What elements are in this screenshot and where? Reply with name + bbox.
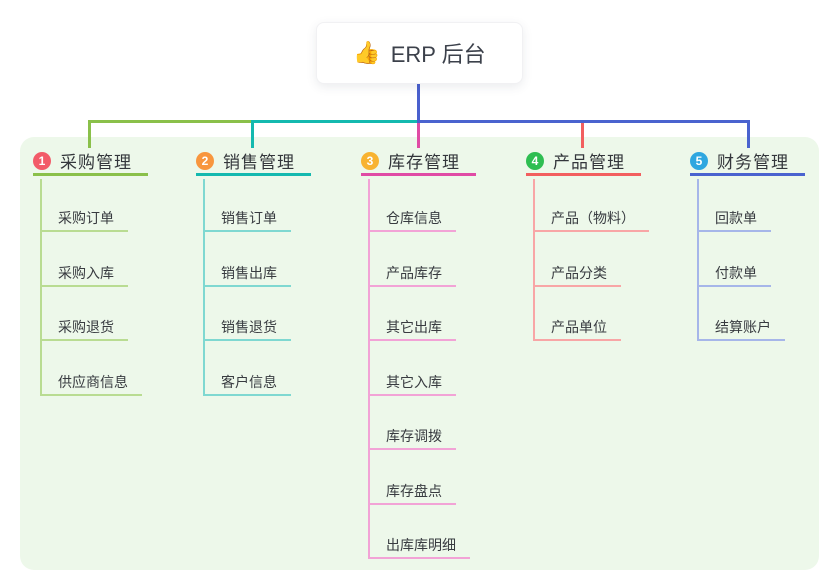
- branch-label: 采购管理: [60, 153, 132, 172]
- branch-children-connector: [40, 179, 42, 395]
- branch-node-purchase[interactable]: 1 采购管理: [33, 148, 148, 176]
- child-node[interactable]: 销售出库: [203, 261, 291, 287]
- child-node[interactable]: 客户信息: [203, 370, 291, 396]
- child-node[interactable]: 销售订单: [203, 206, 291, 232]
- connector-branch4-drop: [581, 122, 584, 148]
- branch-number-badge: 2: [196, 151, 214, 170]
- child-node[interactable]: 采购入库: [40, 261, 128, 287]
- child-node[interactable]: 付款单: [697, 261, 771, 287]
- child-node[interactable]: 库存调拨: [368, 424, 456, 450]
- child-node[interactable]: 产品分类: [533, 261, 621, 287]
- branches-background-panel: [20, 137, 819, 570]
- connector-branch1-horizontal: [88, 120, 253, 123]
- branch-number-badge: 3: [361, 151, 379, 170]
- root-node[interactable]: 👍 ERP 后台: [316, 22, 523, 84]
- child-node[interactable]: 其它出库: [368, 315, 456, 341]
- branch-label: 财务管理: [717, 153, 789, 172]
- branch-children-connector: [533, 179, 535, 341]
- thumbs-up-icon: 👍: [353, 40, 381, 65]
- root-label: ERP 后台: [390, 42, 486, 67]
- child-node[interactable]: 仓库信息: [368, 206, 456, 232]
- connector-branch5-drop: [747, 120, 750, 148]
- connector-root-vertical: [417, 84, 420, 123]
- connector-branch3-drop: [417, 122, 420, 148]
- child-node[interactable]: 采购退货: [40, 315, 128, 341]
- branch-node-inventory[interactable]: 3 库存管理: [361, 148, 476, 176]
- branch-label: 库存管理: [388, 153, 460, 172]
- connector-branch2-horizontal: [251, 120, 420, 123]
- branch-children-connector: [203, 179, 205, 395]
- branch-children-connector: [368, 179, 370, 559]
- branch-label: 销售管理: [223, 153, 295, 172]
- child-node[interactable]: 产品（物料）: [533, 206, 649, 232]
- branch-label: 产品管理: [553, 153, 625, 172]
- child-node[interactable]: 产品库存: [368, 261, 456, 287]
- child-node[interactable]: 产品单位: [533, 315, 621, 341]
- branch-node-sales[interactable]: 2 销售管理: [196, 148, 311, 176]
- child-node[interactable]: 采购订单: [40, 206, 128, 232]
- connector-branch5-horizontal: [417, 120, 750, 123]
- connector-branch2-drop: [251, 120, 254, 148]
- child-node[interactable]: 回款单: [697, 206, 771, 232]
- connector-branch1-drop: [88, 120, 91, 148]
- child-node[interactable]: 供应商信息: [40, 370, 142, 396]
- child-node[interactable]: 结算账户: [697, 315, 785, 341]
- branch-number-badge: 4: [526, 151, 544, 170]
- branch-number-badge: 1: [33, 151, 51, 170]
- branch-number-badge: 5: [690, 151, 708, 170]
- branch-node-product[interactable]: 4 产品管理: [526, 148, 641, 176]
- child-node[interactable]: 销售退货: [203, 315, 291, 341]
- child-node[interactable]: 出库库明细: [368, 533, 470, 559]
- branch-children-connector: [697, 179, 699, 341]
- child-node[interactable]: 库存盘点: [368, 479, 456, 505]
- child-node[interactable]: 其它入库: [368, 370, 456, 396]
- branch-node-finance[interactable]: 5 财务管理: [690, 148, 805, 176]
